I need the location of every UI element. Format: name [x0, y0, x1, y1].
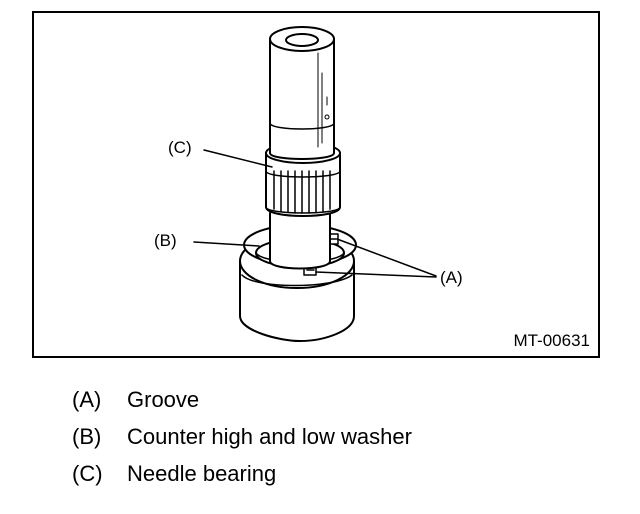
legend-key: (B)	[72, 424, 102, 449]
legend-text: Needle bearing	[127, 461, 277, 486]
figure-frame: (C) (B) (A) MT-00631	[32, 11, 600, 358]
legend-text: Counter high and low washer	[127, 424, 412, 449]
leader-lines	[193, 149, 437, 278]
callout-b: (B)	[154, 231, 177, 250]
legend-text: Groove	[127, 387, 200, 412]
legend-key: (A)	[72, 387, 102, 412]
shaft-upper	[269, 26, 335, 160]
shaft-lower	[269, 212, 331, 270]
callout-a: (A)	[440, 268, 463, 287]
callout-c: (C)	[168, 138, 192, 157]
shaft-illustration	[193, 26, 437, 342]
figure-id-label: MT-00631	[513, 331, 590, 350]
legend-key: (C)	[72, 461, 103, 486]
